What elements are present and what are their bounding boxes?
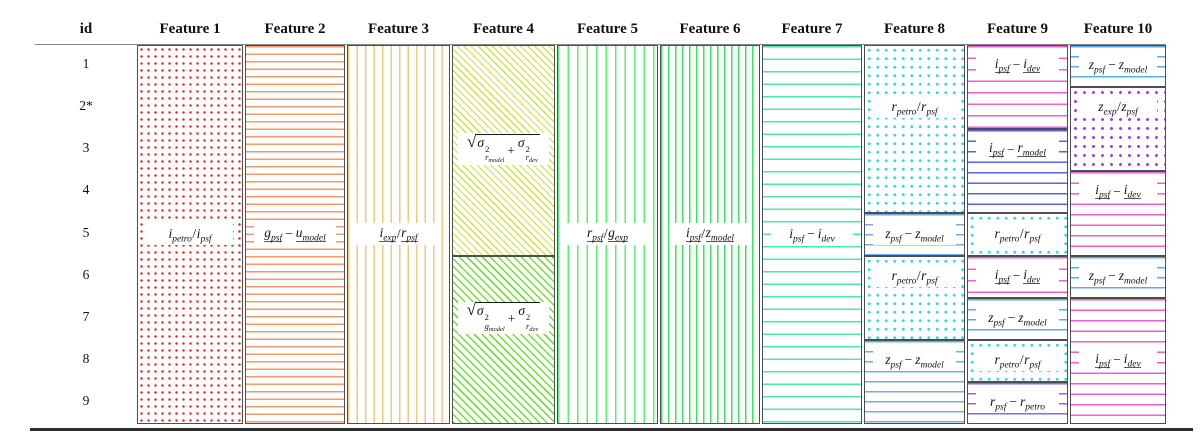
column-header: Feature 6 <box>679 21 741 37</box>
formula-label: zpsf−zmodel <box>976 306 1059 329</box>
formula-label: rpetro/rpsf <box>873 264 956 287</box>
pattern-cell <box>864 45 965 214</box>
formula-label: rpsf−rpetro <box>976 390 1059 413</box>
formula-label: zpsf−zmodel <box>1078 264 1158 287</box>
row-id: 6 <box>82 266 90 282</box>
formula-label: rpetro/rpsf <box>976 222 1059 245</box>
row-id: 7 <box>82 308 90 324</box>
row-id: 3 <box>82 140 90 156</box>
column-header: Feature 3 <box>368 21 429 37</box>
formula-label: ipsf−idev <box>1078 180 1158 203</box>
formula-label: ipsf−idev <box>1078 348 1158 371</box>
id-column-header: id <box>79 21 93 37</box>
column-header: Feature 5 <box>577 21 638 37</box>
column-header: Feature 4 <box>473 21 534 37</box>
row-id: 2* <box>79 98 93 114</box>
row-id: 4 <box>82 182 90 198</box>
formula-label: zpsf−zmodel <box>873 348 956 371</box>
formula-label: rpsf/gexp <box>566 222 649 245</box>
formula-label: rpetro/rpsf <box>873 96 956 119</box>
row-id: 8 <box>82 350 90 366</box>
row-id: 9 <box>82 392 90 408</box>
formula-label: rpetro/rpsf <box>976 348 1059 371</box>
column-header: Feature 7 <box>781 21 843 37</box>
formula-label: iexp/rpsf <box>356 222 441 245</box>
column-header: Feature 2 <box>264 21 326 37</box>
pattern-cell <box>452 255 555 424</box>
bottom-rule <box>30 428 1193 431</box>
formula-label: ipsf−idev <box>976 54 1059 77</box>
formula-label: ipsf/zmodel <box>669 222 751 245</box>
column-header: Feature 10 <box>1083 21 1153 37</box>
column-header: Feature 9 <box>987 21 1048 37</box>
formula-label: zpsf−zmodel <box>1078 54 1158 77</box>
header-rule <box>35 44 1166 46</box>
formula-label: gpsf−umodel <box>254 222 336 245</box>
column-header: Feature 1 <box>159 21 221 37</box>
formula-label: ipsf−rmodel <box>976 138 1059 161</box>
formula-label: ipsf−idev <box>771 222 853 245</box>
formula-label: ipetro/ipsf <box>146 222 234 245</box>
formula-label: zexp/zpsf <box>1078 96 1158 119</box>
row-id: 1 <box>82 56 90 72</box>
formula-label: ipsf−idev <box>976 264 1059 287</box>
formula-label: zpsf−zmodel <box>873 222 956 245</box>
column-header: Feature 8 <box>884 21 945 37</box>
row-id: 5 <box>82 224 90 240</box>
